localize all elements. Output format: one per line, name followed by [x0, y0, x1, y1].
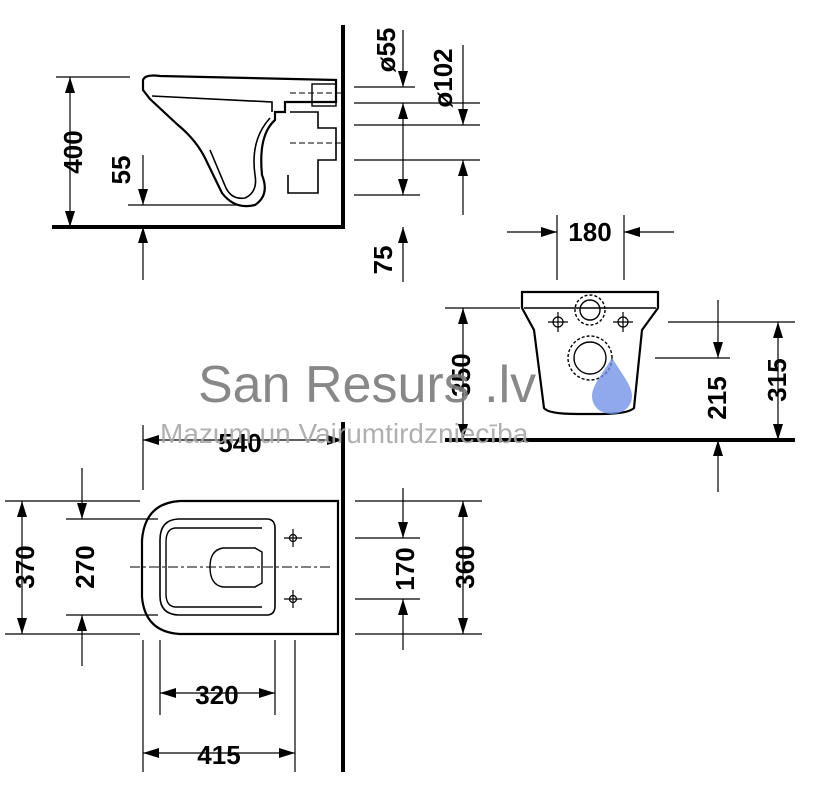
label-415: 415: [197, 740, 240, 770]
arrow-head: [143, 748, 159, 758]
toilet-front-body: [520, 290, 660, 416]
label-320: 320: [195, 680, 238, 710]
bolt-left: [548, 312, 568, 332]
toilet-top-outline: [140, 499, 340, 636]
arrow-head: [624, 227, 640, 237]
arrow-head: [77, 615, 87, 631]
bowl-opening: [209, 547, 263, 588]
bolt-right: [613, 312, 633, 332]
label-400: 400: [58, 130, 88, 173]
arrow-head: [398, 71, 408, 87]
arrow-head: [458, 501, 468, 517]
label-370: 370: [10, 545, 40, 588]
arrow-head: [17, 501, 27, 517]
watermark: San Resurs .lv Mazum un Vairumtirdzniecī…: [160, 356, 632, 449]
arrow-head: [773, 424, 783, 440]
arrow-head: [77, 503, 87, 519]
label-350: 350: [446, 353, 476, 396]
watermark-brand: San Resurs .lv: [198, 356, 536, 414]
arrow-head: [259, 688, 275, 698]
inlet-hole-inner: [579, 299, 601, 321]
label-360: 360: [450, 545, 480, 588]
arrow-head: [138, 189, 148, 205]
arrow-head: [458, 160, 468, 176]
arrow-head: [398, 227, 408, 243]
arrow-head: [458, 424, 468, 440]
arrow-head: [773, 322, 783, 338]
bowl-inner-line: [209, 117, 271, 200]
arrow-head: [458, 308, 468, 324]
front-view: 180 350 215: [445, 215, 795, 492]
arrow-head: [398, 599, 408, 615]
arrow-head: [713, 440, 723, 456]
inlet-connector: [311, 83, 337, 107]
arrow-head: [713, 342, 723, 358]
label-180: 180: [568, 217, 611, 247]
side-view: 400 55 ø55 ø102 75: [52, 25, 480, 282]
arrow-head: [279, 748, 295, 758]
arrow-head: [143, 435, 159, 445]
mount-hole-upper: [284, 529, 302, 547]
seat-line: [151, 95, 273, 112]
outlet-hole-inner: [573, 341, 607, 375]
outlet-outline: [287, 111, 337, 194]
arrow-head: [398, 522, 408, 538]
arrow-head: [160, 688, 176, 698]
watermark-tagline: Mazum un Vairumtirdzniecība: [160, 418, 529, 449]
arrow-head: [398, 179, 408, 195]
label-315: 315: [762, 358, 792, 401]
arrow-head: [458, 618, 468, 634]
arrow-head: [458, 109, 468, 125]
label-d102: ø102: [428, 48, 458, 107]
label-d55: ø55: [371, 28, 401, 73]
arrow-head: [327, 435, 343, 445]
label-540: 540: [218, 428, 261, 458]
inlet-hole: [574, 294, 606, 326]
bowl-inner: [165, 527, 262, 608]
toilet-side-profile: [141, 74, 338, 208]
label-55: 55: [106, 156, 136, 185]
label-270: 270: [70, 545, 100, 588]
mount-hole-lower: [284, 590, 302, 608]
arrow-head: [65, 211, 75, 227]
label-75: 75: [368, 246, 398, 275]
top-view: 540 370 270: [5, 422, 482, 772]
arrow-head: [398, 103, 408, 119]
arrow-head: [17, 618, 27, 634]
arrow-head: [138, 227, 148, 243]
arrow-head: [541, 227, 557, 237]
water-drop-icon: [592, 358, 632, 414]
seat-outline: [159, 518, 276, 616]
label-170: 170: [390, 547, 420, 590]
label-215: 215: [702, 376, 732, 419]
arrow-head: [65, 77, 75, 93]
